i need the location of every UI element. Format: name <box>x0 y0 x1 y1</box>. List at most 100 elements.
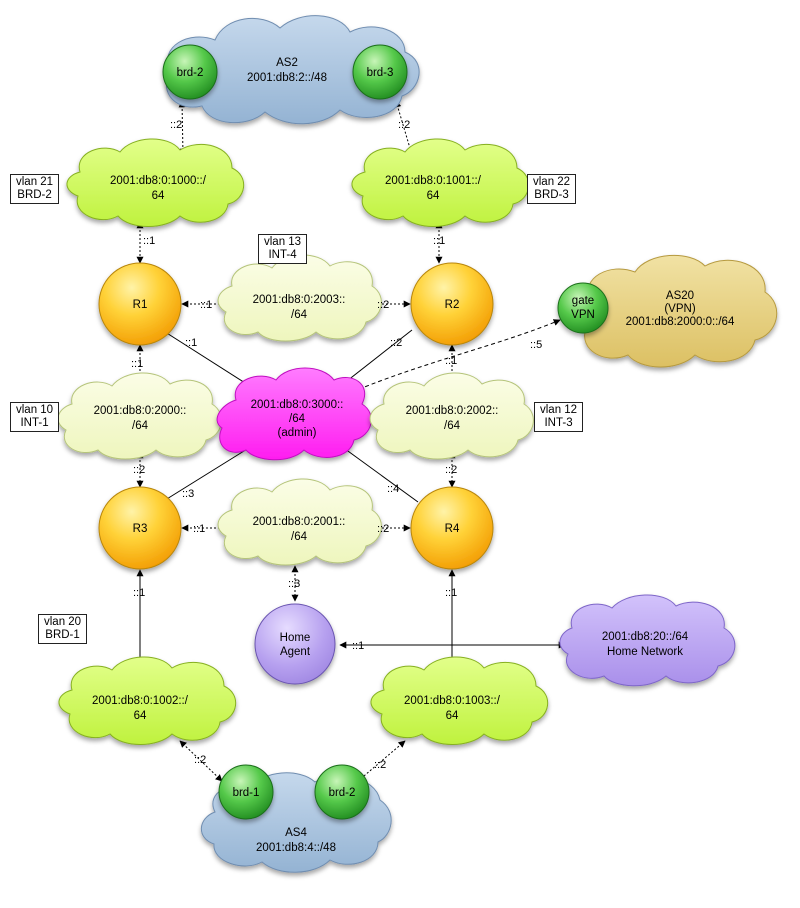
vlan22-box: vlan 22 BRD-3 <box>527 174 577 204</box>
node-r2: R2 <box>410 262 494 346</box>
r4-label: R4 <box>445 523 460 535</box>
net3000-line3: (admin) <box>278 427 317 439</box>
brd3-top-label: brd-3 <box>367 67 394 79</box>
cloud-net2000 <box>57 372 222 460</box>
cloud-net2002 <box>369 372 534 460</box>
vlan13-id: vlan 13 <box>264 236 302 248</box>
label-brd1-2: ::2 <box>194 754 206 766</box>
node-r4: R4 <box>410 486 494 570</box>
net1001-line1: 2001:db8:0:1001::/ <box>385 175 482 187</box>
label-r2-down-1: ::1 <box>445 355 457 367</box>
r1-label: R1 <box>133 299 148 311</box>
r2-label: R2 <box>445 299 460 311</box>
net2001-line2: /64 <box>291 531 308 543</box>
vlan10-name: INT-1 <box>20 417 49 429</box>
link-brd2-net1000 <box>178 100 187 156</box>
link-r1-admin <box>161 329 254 389</box>
vlan21-id: vlan 21 <box>16 176 54 188</box>
cloud-net3000-admin <box>216 367 372 461</box>
link-admin-vpn <box>351 319 561 393</box>
cloud-net1001 <box>351 138 529 227</box>
label-r1-3000-1: ::1 <box>185 337 197 349</box>
vlan13-name: INT-4 <box>268 249 297 261</box>
node-r1: R1 <box>98 262 182 346</box>
home-net-line1: 2001:db8:20::/64 <box>602 631 689 643</box>
cloud-home-network <box>559 594 736 687</box>
as20-name: AS20 <box>666 290 694 302</box>
label-ha-home-1: ::1 <box>352 640 364 652</box>
home-net-line2: Home Network <box>607 646 683 658</box>
net2002-line1: 2001:db8:0:2002:: <box>406 405 499 417</box>
label-r4-up-2: ::2 <box>445 464 457 476</box>
node-brd3-top: brd-3 <box>352 44 408 100</box>
label-brd2-2: ::2 <box>170 119 182 131</box>
as2-prefix: 2001:db8:2::/48 <box>247 72 327 84</box>
net3000-line2: /64 <box>289 413 306 425</box>
label-r2-2003-2: ::2 <box>377 299 389 311</box>
node-home-agent: Home Agent <box>254 603 336 685</box>
cloud-as2 <box>165 15 420 125</box>
label-r3-2001-1: ::1 <box>193 523 205 535</box>
as20-type: (VPN) <box>664 303 695 315</box>
node-gate-vpn: gate VPN <box>557 282 609 334</box>
brd2-top-label: brd-2 <box>177 67 204 79</box>
link-labels: ::2 ::2 ::1 ::1 ::1 ::2 ::1 ::2 ::5 ::1 … <box>131 119 542 771</box>
gate-vpn-line2: VPN <box>571 309 595 321</box>
net2003-line2: /64 <box>291 309 308 321</box>
net2001-line1: 2001:db8:0:2001:: <box>253 516 346 528</box>
net1003-line2: 64 <box>446 710 459 722</box>
label-r2-up-1: ::1 <box>433 235 445 247</box>
vlan20-box: vlan 20 BRD-1 <box>38 614 88 644</box>
r3-label: R3 <box>133 523 148 535</box>
vlan21-box: vlan 21 BRD-2 <box>10 174 60 204</box>
node-brd2-bottom: brd-2 <box>314 764 370 820</box>
cloud-net1000 <box>66 138 244 227</box>
net3000-line1: 2001:db8:0:3000:: <box>251 399 344 411</box>
vlan22-name: BRD-3 <box>534 189 569 201</box>
label-r4-down-1: ::1 <box>445 587 457 599</box>
label-r4-2001-2: ::2 <box>377 523 389 535</box>
link-net1002-brd1 <box>179 740 223 782</box>
vlan20-id: vlan 20 <box>44 616 82 628</box>
brd1-bottom-label: brd-1 <box>233 787 260 799</box>
node-brd2-top: brd-2 <box>162 44 218 100</box>
label-r3-down-1: ::1 <box>133 587 145 599</box>
vlan12-box: vlan 12 INT-3 <box>534 402 584 432</box>
cloud-as20-vpn <box>575 254 778 368</box>
label-r1-up-1: ::1 <box>143 235 155 247</box>
vlan12-id: vlan 12 <box>540 404 578 416</box>
label-vpn-5: ::5 <box>530 339 542 351</box>
cloud-net2001 <box>217 478 382 566</box>
vlan22-id: vlan 22 <box>533 176 571 188</box>
as20-prefix: 2001:db8:2000:0::/64 <box>626 316 735 328</box>
gate-vpn-line1: gate <box>572 295 594 307</box>
brd2-bottom-label: brd-2 <box>329 787 356 799</box>
link-r3-admin <box>161 445 253 503</box>
net1001-line2: 64 <box>427 190 440 202</box>
net2000-line1: 2001:db8:0:2000:: <box>94 405 187 417</box>
vlan12-name: INT-3 <box>544 417 573 429</box>
label-r4-3000-4: ::4 <box>387 483 399 495</box>
net2003-line1: 2001:db8:0:2003:: <box>253 294 346 306</box>
vlan20-name: BRD-1 <box>45 629 80 641</box>
home-agent-line2: Agent <box>280 646 311 658</box>
label-brd3-2: ::2 <box>398 119 410 131</box>
as2-name: AS2 <box>276 57 298 69</box>
link-r4-admin <box>340 445 419 503</box>
net1000-line2: 64 <box>152 190 165 202</box>
as4-name: AS4 <box>285 827 307 839</box>
label-r1-2003-1: ::1 <box>200 299 212 311</box>
label-r2-3000-2: ::2 <box>390 337 402 349</box>
vlan10-id: vlan 10 <box>16 404 54 416</box>
vlan13-box: vlan 13 INT-4 <box>258 234 308 264</box>
label-ha-3: ::3 <box>288 578 300 590</box>
net2000-line2: /64 <box>132 420 149 432</box>
net1002-line2: 64 <box>134 710 147 722</box>
as4-prefix: 2001:db8:4::/48 <box>256 842 336 854</box>
vlan21-name: BRD-2 <box>17 189 52 201</box>
label-r1-down-1: ::1 <box>131 358 143 370</box>
link-brd3-net1001 <box>394 100 414 156</box>
net2002-line2: /64 <box>444 420 461 432</box>
